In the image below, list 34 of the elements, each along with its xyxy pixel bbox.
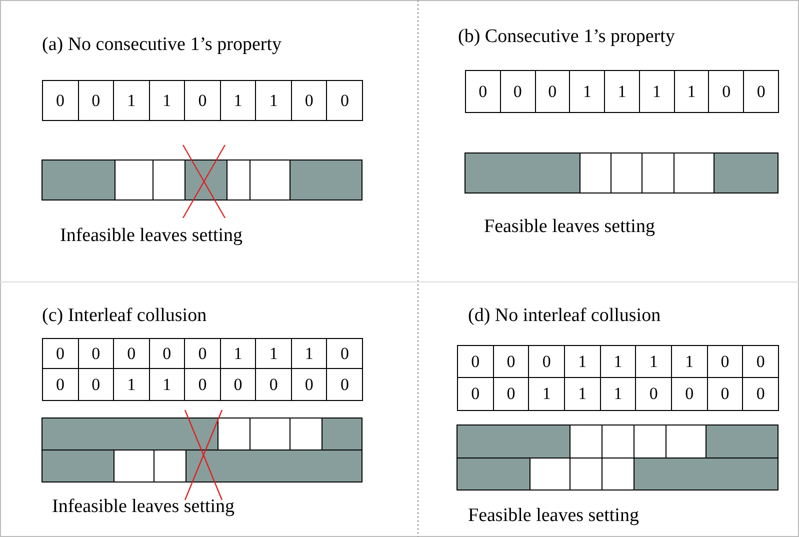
panel-title: (c) Interleaf collusion [42, 305, 207, 327]
table-cell: 0 [457, 377, 494, 411]
table-cell: 0 [184, 80, 221, 121]
table-cell: 0 [743, 70, 779, 113]
table-cell: 0 [465, 70, 501, 113]
table-cell: 1 [638, 70, 675, 113]
panel-caption: Feasible leaves setting [468, 505, 639, 527]
table-cell: 0 [457, 345, 494, 378]
panel-caption: Feasible leaves setting [484, 216, 655, 238]
table-cell: 1 [604, 70, 640, 113]
table-cell: 0 [42, 80, 79, 121]
table-cell: 0 [290, 80, 328, 121]
table-cell: 1 [220, 80, 256, 121]
table-cell: 0 [534, 70, 570, 113]
table-cell: 0 [742, 377, 779, 411]
table-cell: 1 [569, 70, 606, 113]
panel-title: (d) No interleaf collusion [468, 305, 661, 327]
panel-caption: Infeasible leaves setting [52, 496, 235, 518]
table-cell: 0 [42, 368, 79, 401]
table-cell: 0 [708, 70, 744, 113]
table-cell: 0 [326, 368, 363, 401]
table-cell: 0 [742, 345, 779, 378]
panel-title: (a) No consecutive 1’s property [42, 34, 282, 56]
table-cell: 0 [326, 338, 363, 369]
table-cell: 0 [42, 338, 79, 369]
table-cell: 1 [255, 80, 292, 121]
panel-title: (b) Consecutive 1’s property [458, 26, 675, 48]
panel-caption: Infeasible leaves setting [60, 225, 243, 247]
table-cell: 1 [674, 70, 710, 113]
table-cell: 0 [326, 80, 363, 121]
table-cell: 0 [500, 70, 536, 113]
table-cell: 0 [78, 80, 114, 121]
table-cell: 1 [113, 80, 150, 121]
table-cell: 1 [148, 80, 186, 121]
